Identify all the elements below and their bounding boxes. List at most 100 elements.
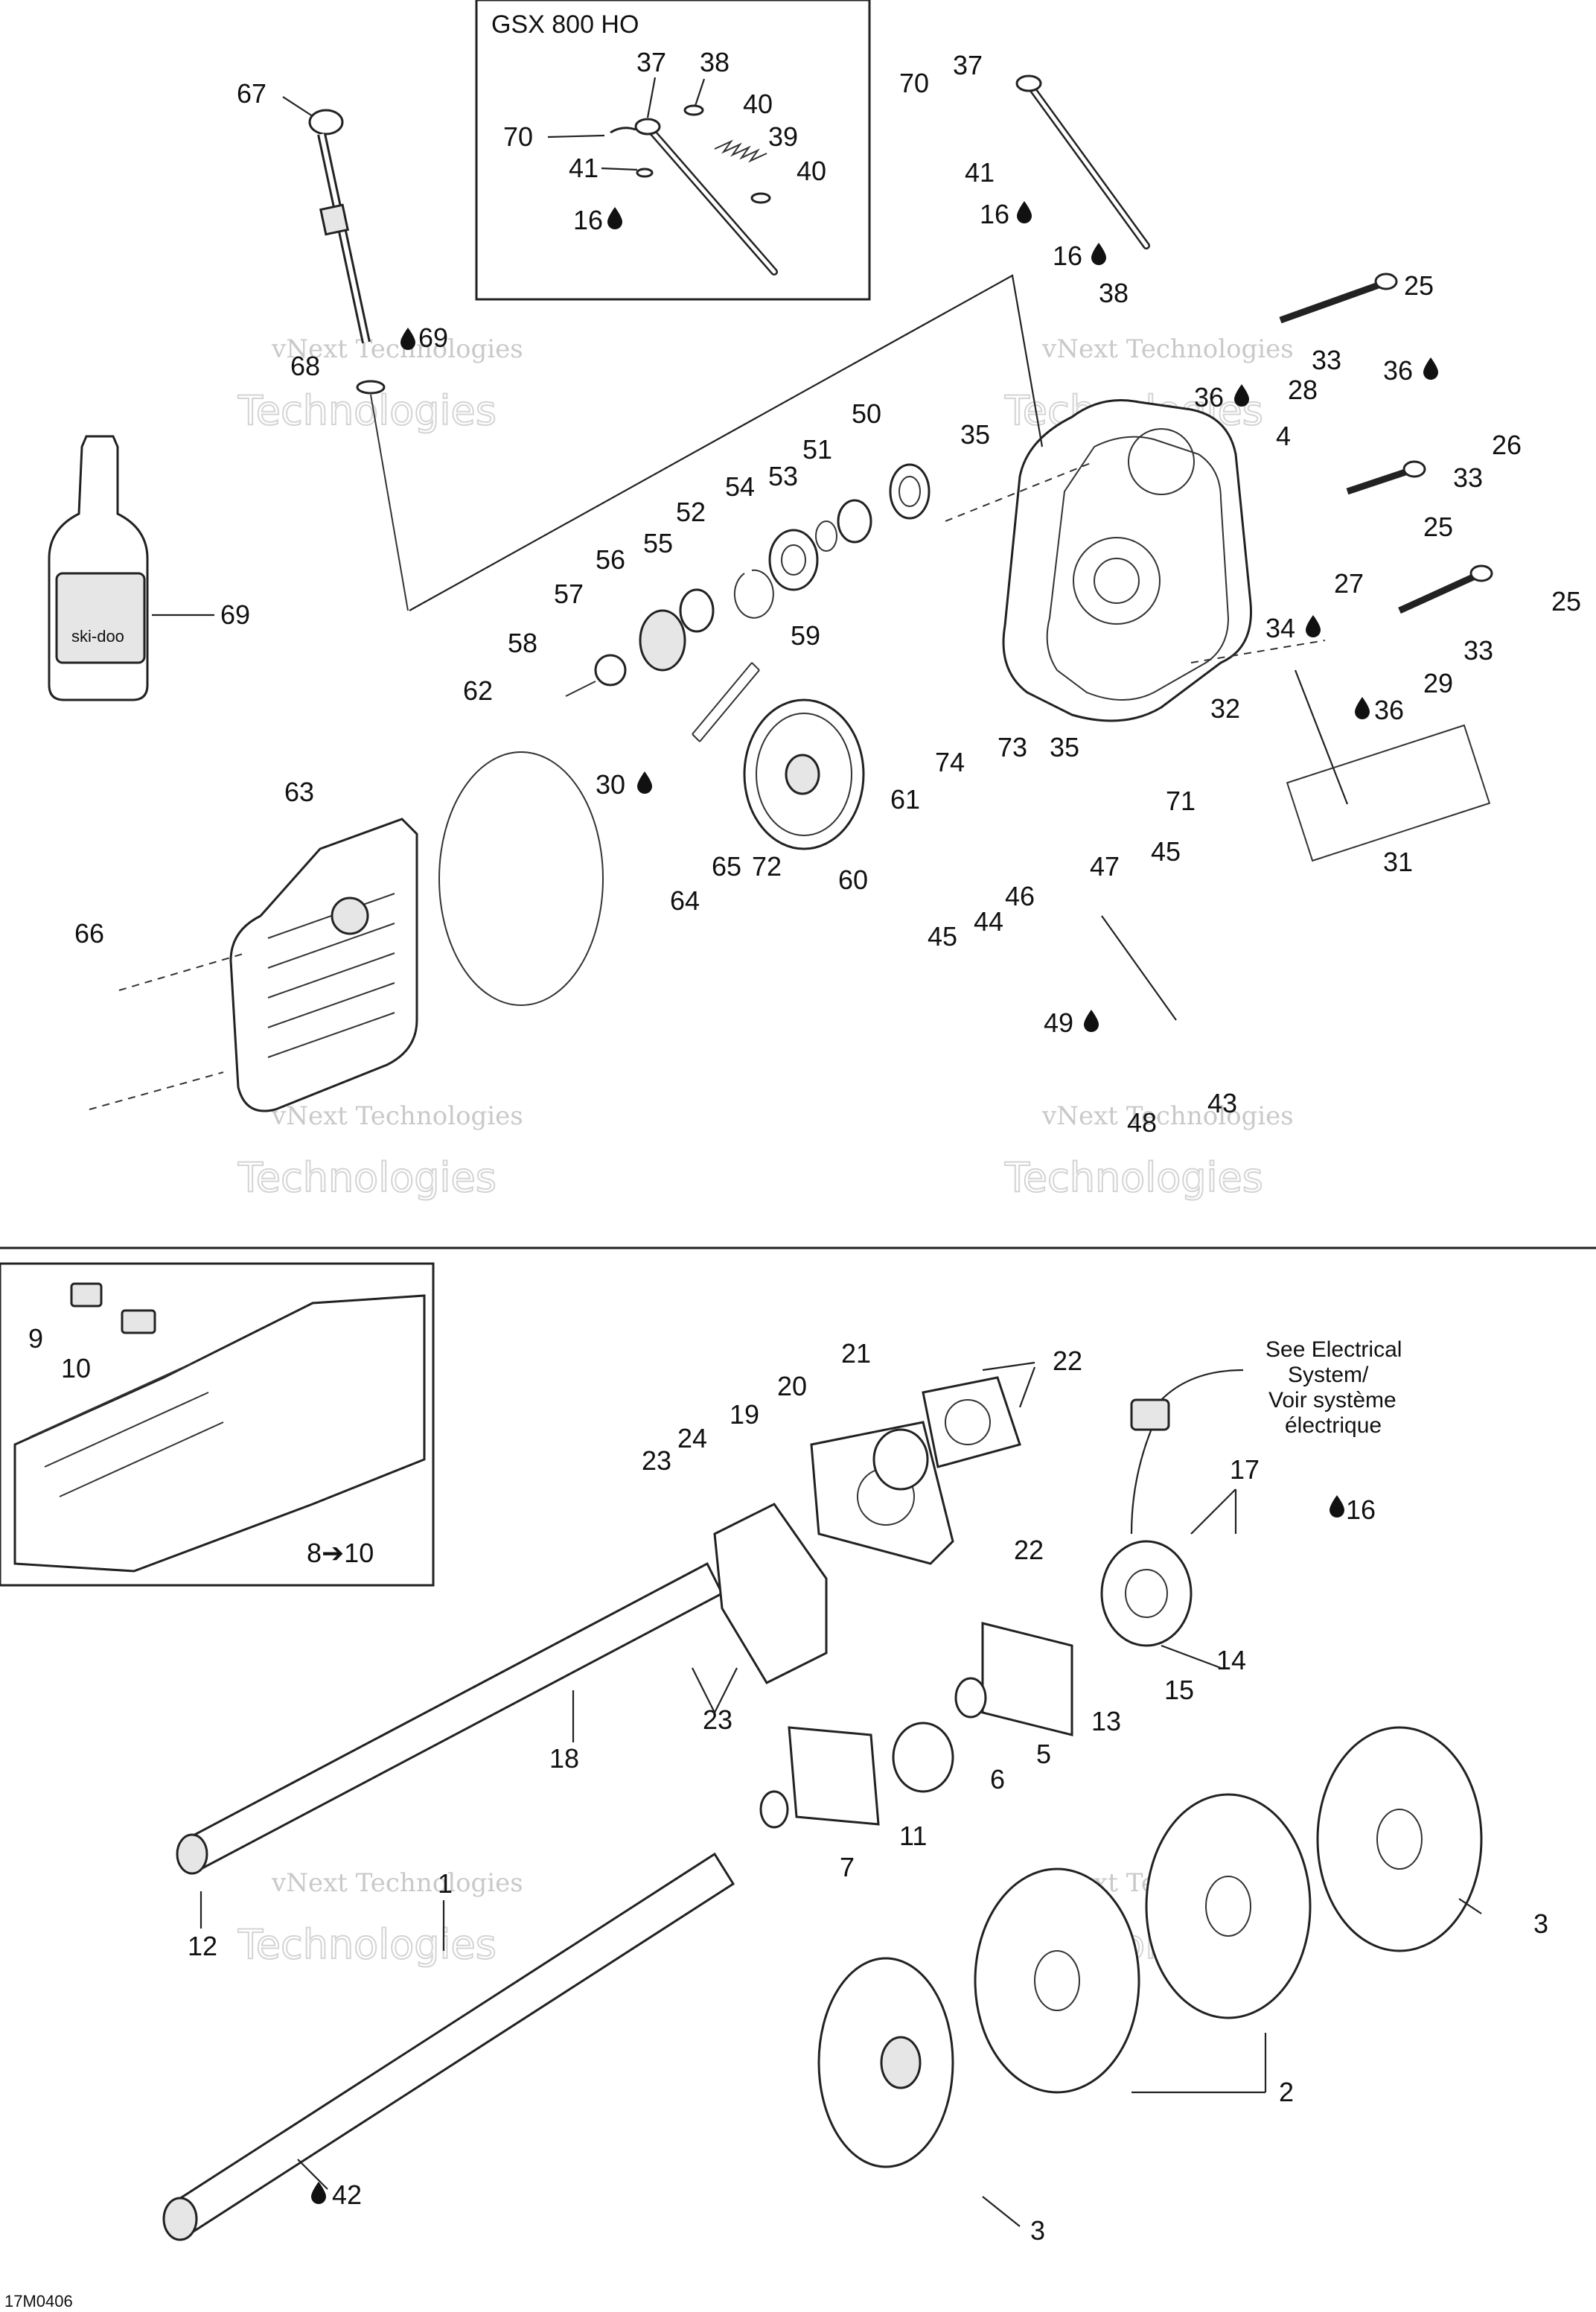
svg-text:25: 25 — [1423, 512, 1453, 542]
svg-text:1: 1 — [438, 1868, 453, 1899]
svg-text:34: 34 — [1265, 613, 1295, 643]
svg-text:50: 50 — [852, 398, 881, 429]
svg-text:28: 28 — [1288, 375, 1318, 405]
svg-text:54: 54 — [725, 471, 755, 502]
svg-text:59: 59 — [791, 620, 820, 651]
svg-text:17: 17 — [1230, 1454, 1260, 1485]
svg-text:23: 23 — [703, 1704, 732, 1735]
svg-text:11: 11 — [899, 1821, 927, 1851]
svg-text:8➔10: 8➔10 — [307, 1538, 374, 1568]
svg-text:System/: System/ — [1288, 1363, 1369, 1387]
bolts-part-25 — [1279, 273, 1493, 614]
svg-text:3: 3 — [1030, 2215, 1045, 2246]
label-69-bottle: 69 — [220, 599, 250, 630]
svg-text:48: 48 — [1127, 1107, 1157, 1138]
svg-text:vNext Technologies: vNext Technologies — [271, 1101, 523, 1131]
svg-text:vNext Technologies: vNext Technologies — [1041, 1101, 1294, 1131]
svg-text:25: 25 — [1404, 270, 1434, 301]
svg-text:56: 56 — [596, 544, 625, 575]
inset-title: GSX 800 HO — [491, 10, 639, 39]
svg-text:20: 20 — [777, 1371, 807, 1401]
svg-text:47: 47 — [1090, 851, 1120, 882]
svg-text:16: 16 — [1346, 1494, 1376, 1525]
inset-shaft-assembly — [610, 104, 778, 276]
svg-text:25: 25 — [1551, 586, 1581, 617]
svg-text:30: 30 — [596, 769, 625, 800]
svg-text:12: 12 — [188, 1931, 217, 1961]
o-ring-part-62 — [438, 751, 604, 1006]
svg-text:42: 42 — [332, 2179, 362, 2210]
svg-text:53: 53 — [768, 461, 798, 491]
speed-sensor-part-14 — [1100, 1540, 1193, 1647]
svg-text:16: 16 — [980, 199, 1009, 229]
label-67: 67 — [237, 78, 266, 109]
svg-text:26: 26 — [1492, 430, 1522, 460]
svg-text:19: 19 — [730, 1399, 759, 1430]
label-69-top: 69 — [418, 322, 448, 353]
svg-text:18: 18 — [549, 1743, 579, 1774]
upper-right-shaft — [1015, 74, 1150, 249]
svg-text:29: 29 — [1423, 668, 1453, 698]
svg-text:22: 22 — [1014, 1535, 1044, 1565]
svg-text:électrique: électrique — [1285, 1413, 1382, 1438]
svg-text:36: 36 — [1383, 355, 1413, 386]
sprocket-part-60 — [743, 698, 865, 850]
lower-labels: 21 22 20 19 24 23 22 17 16 14 15 13 5 6 … — [188, 1338, 1548, 2246]
svg-text:37: 37 — [953, 50, 983, 80]
drive-sprockets — [817, 1726, 1483, 2168]
svg-text:45: 45 — [928, 921, 957, 952]
svg-text:55: 55 — [643, 528, 673, 558]
svg-text:60: 60 — [838, 864, 868, 895]
svg-text:32: 32 — [1210, 693, 1240, 724]
dipstick-part-67 — [308, 109, 409, 611]
flanges-parts-11-13 — [759, 1622, 1073, 1829]
svg-text:ski-doo: ski-doo — [71, 627, 124, 646]
svg-text:33: 33 — [1312, 345, 1341, 375]
svg-text:41: 41 — [569, 153, 598, 183]
svg-text:36: 36 — [1374, 695, 1404, 725]
svg-text:vNext Technologies: vNext Technologies — [1041, 334, 1294, 364]
chaincase-cover-part-63 — [229, 818, 418, 1112]
svg-text:See Electrical: See Electrical — [1265, 1337, 1402, 1362]
svg-text:65: 65 — [712, 851, 741, 882]
svg-text:16: 16 — [573, 205, 603, 235]
svg-text:24: 24 — [677, 1423, 707, 1453]
svg-text:3: 3 — [1533, 1908, 1548, 1939]
upper-labels: 70 37 41 16 16 38 25 33 28 36 36 26 4 33… — [74, 50, 1581, 1138]
svg-text:Technologies: Technologies — [237, 1154, 497, 1201]
svg-text:52: 52 — [676, 497, 706, 527]
track-inset: 9 10 8➔10 — [13, 1282, 426, 1573]
svg-text:73: 73 — [998, 732, 1027, 762]
svg-text:15: 15 — [1164, 1675, 1194, 1705]
svg-text:31: 31 — [1383, 847, 1413, 877]
svg-text:7: 7 — [840, 1852, 855, 1882]
svg-text:46: 46 — [1005, 881, 1035, 911]
svg-text:5: 5 — [1036, 1739, 1051, 1769]
svg-text:62: 62 — [463, 675, 493, 706]
svg-text:61: 61 — [890, 784, 920, 815]
inset-labels: 37 38 40 39 40 70 41 16 — [503, 47, 826, 235]
diagram-code: 17M0406 — [4, 2292, 73, 2311]
svg-text:72: 72 — [752, 851, 782, 882]
svg-text:58: 58 — [508, 628, 537, 658]
upper-leader-lines — [89, 274, 1491, 1110]
svg-text:41: 41 — [965, 157, 995, 188]
svg-text:16: 16 — [1053, 241, 1082, 271]
oil-bottle-part-69: ski-doo — [48, 435, 149, 701]
svg-text:74: 74 — [935, 747, 965, 777]
svg-text:71: 71 — [1166, 786, 1196, 816]
svg-text:66: 66 — [74, 918, 104, 949]
svg-text:27: 27 — [1334, 568, 1364, 599]
svg-text:4: 4 — [1276, 421, 1291, 451]
svg-text:33: 33 — [1453, 462, 1483, 493]
svg-text:10: 10 — [61, 1353, 91, 1383]
svg-text:Technologies: Technologies — [1004, 1154, 1263, 1201]
svg-text:40: 40 — [743, 89, 773, 119]
svg-text:70: 70 — [503, 121, 533, 152]
svg-text:70: 70 — [899, 68, 929, 98]
svg-text:38: 38 — [700, 47, 730, 77]
svg-text:38: 38 — [1099, 278, 1129, 308]
upper-bearing-row — [565, 463, 931, 697]
svg-text:45: 45 — [1151, 836, 1181, 867]
svg-text:14: 14 — [1216, 1645, 1246, 1675]
